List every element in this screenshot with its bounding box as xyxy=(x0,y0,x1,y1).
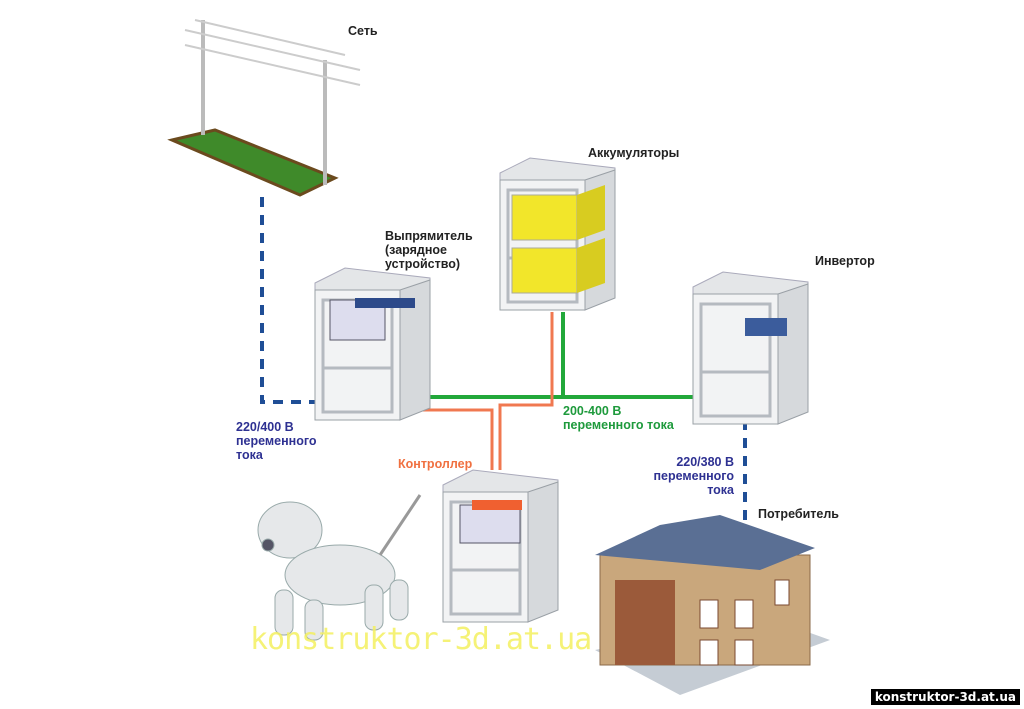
inverter-rack xyxy=(691,270,810,426)
battery-modules xyxy=(511,185,605,294)
grid-voltage-label: 220/400 В переменного тока xyxy=(236,420,317,462)
robot-dog-illustration xyxy=(257,494,422,641)
grid-voltage-value: 220/400 В xyxy=(236,420,294,434)
output-voltage-type-2: тока xyxy=(707,483,734,497)
controller-line-1 xyxy=(418,408,494,470)
corner-watermark: konstruktor-3d.at.ua xyxy=(870,689,1020,705)
power-line-pole-illustration xyxy=(167,19,361,197)
consumer-label: Потребитель xyxy=(758,507,839,521)
rectifier-modules xyxy=(329,298,415,341)
grid-ac-line xyxy=(260,197,325,404)
inverter-module xyxy=(745,318,787,336)
rectifier-label: Выпрямитель (зарядное устройство) xyxy=(385,229,473,271)
grid-voltage-type-2: тока xyxy=(236,448,263,462)
dc-voltage-value: 200-400 В xyxy=(563,404,622,418)
inverter-label: Инвертор xyxy=(815,254,875,268)
house-illustration xyxy=(595,515,830,695)
output-voltage-value: 220/380 В xyxy=(676,455,734,469)
dc-voltage-label: 200-400 В переменного тока xyxy=(563,404,674,432)
controller-modules xyxy=(459,500,522,544)
watermark-text: konstruktor-3d.at.ua xyxy=(250,622,592,657)
output-voltage-label: 220/380 В переменного тока xyxy=(630,455,734,497)
output-voltage-type: переменного xyxy=(653,469,734,483)
controller-label: Контроллер xyxy=(398,457,473,471)
rectifier-rack xyxy=(313,266,432,422)
controller-rack xyxy=(441,468,560,624)
dc-voltage-type: переменного тока xyxy=(563,418,674,432)
grid-voltage-type: переменного xyxy=(236,434,317,448)
controller-line-2 xyxy=(498,312,554,470)
batteries-label: Аккумуляторы xyxy=(588,146,680,160)
grid-label: Сеть xyxy=(348,24,378,38)
